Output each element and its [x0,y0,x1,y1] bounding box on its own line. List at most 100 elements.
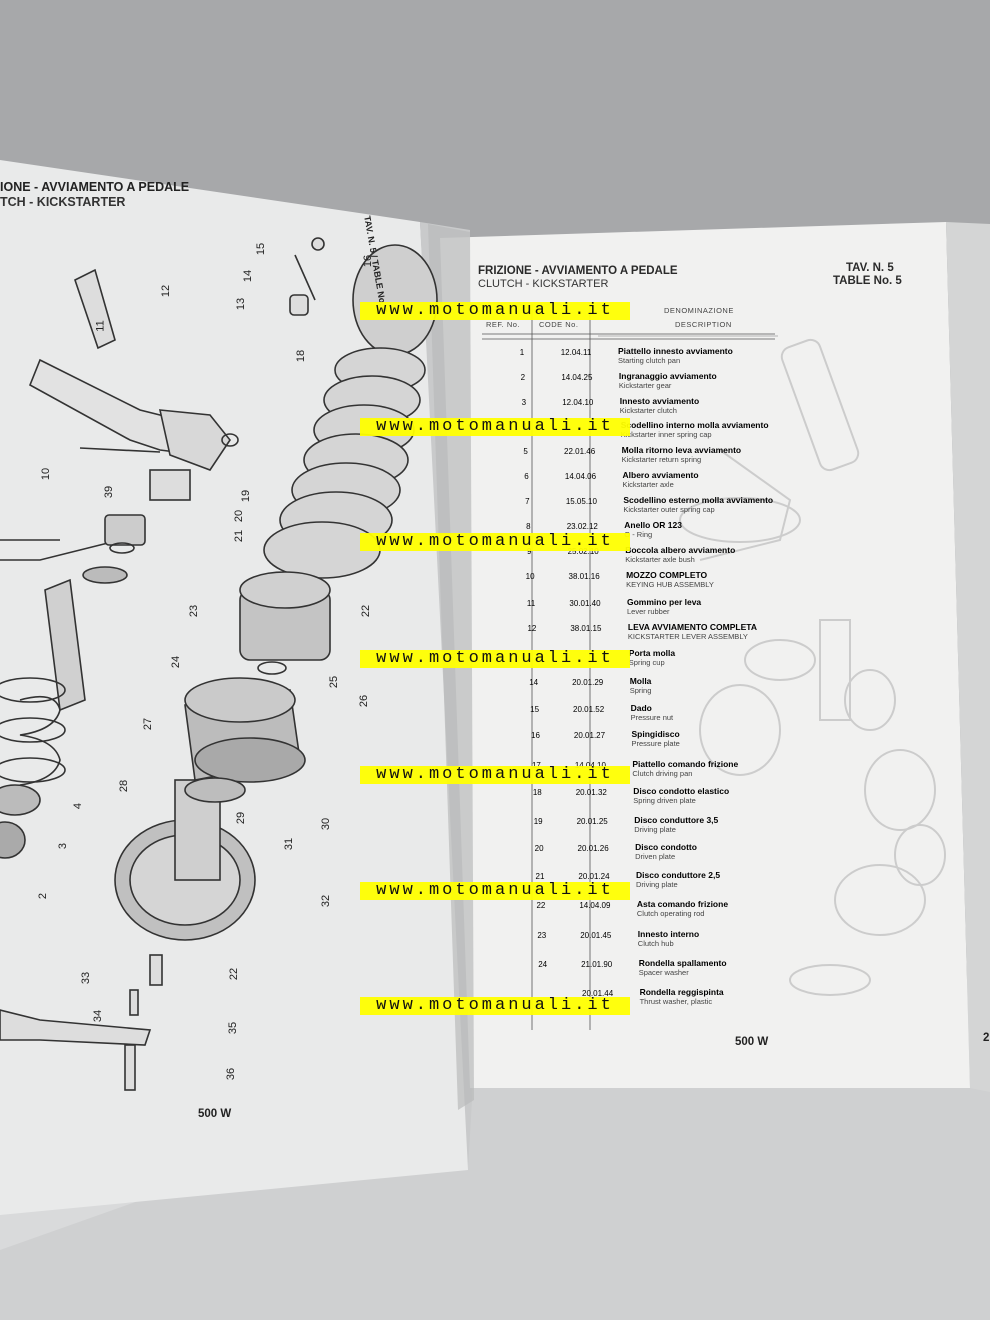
part-callout: 27 [142,717,155,731]
right-footer: 500 W [735,1036,769,1048]
description-en: Pressure plate [631,739,680,748]
code-cell: 14.04.06 [564,472,597,481]
ref-cell: 9 [526,547,532,556]
part-callout: 11 [94,320,107,332]
right-page [440,222,970,1088]
col-desc-it: DENOMINAZIONE [664,306,734,315]
ref-cell: 3 [521,398,527,407]
ref-cell: 8 [526,522,531,531]
table-row: 1714.04.10Piattello comando frizioneClut… [492,759,822,783]
code-cell: 20.01.44 [582,989,614,998]
part-callout: 35 [227,1021,240,1035]
ref-cell: 14 [529,678,539,687]
description-en: Clutch hub [637,939,674,948]
ref-cell: 1 [519,348,525,357]
part-callout: 10 [40,467,53,481]
ref-cell: 19 [533,817,543,826]
description-en: Driving plate [636,880,678,889]
description-it: Scodellino esterno molla avviamento [623,495,774,505]
description-it: Molla [629,676,652,686]
part-callout: 19 [240,489,253,503]
exploded-diagram [0,237,438,1091]
code-cell: 14.04.25 [561,373,593,382]
part-callout: 13 [235,297,248,311]
code-cell: 20.01.24 [578,872,610,881]
code-cell: 20.01.27 [573,731,606,740]
description-en: Kickstarter outer spring cap [623,505,715,514]
ref-cell: 21 [535,872,545,881]
col-ref: REF. No. [486,320,521,329]
code-cell: 12.04.11 [560,348,592,357]
code-cell: 20.01.26 [577,844,609,853]
description-en: Spring driven plate [633,796,696,805]
ref-cell: 17 [516,761,556,770]
description-en: Lever rubber [627,607,670,616]
ref-cell: 11 [526,599,536,608]
description-it: Disco condotto elastico [633,786,730,796]
part-callout: 34 [92,1009,105,1023]
description-it: Boccola albero avviamento [625,545,736,555]
ref-cell: 7 [525,497,530,506]
right-header-it: FRIZIONE - AVVIAMENTO A PEDALE [478,265,678,277]
col-code: CODE No. [539,320,579,329]
description-en: Driving plate [634,825,676,834]
show-through-drawing [679,338,946,996]
ref-cell: 22 [536,901,546,910]
part-callout: 31 [283,837,296,851]
code-cell: 14.04.10 [560,761,620,770]
description-it: Rondella spallamento [638,958,727,968]
watermark: www.motomanuali.it [360,533,630,551]
description-it: Porta molla [628,648,676,658]
page-edge-number: 2 [983,1032,990,1044]
description-en: Spring [629,686,652,695]
watermark: www.motomanuali.it [360,650,630,668]
description-it: Albero avviamento [622,470,699,480]
code-cell: 25.02.10 [567,547,599,556]
watermark: www.motomanuali.it [360,766,630,784]
description-en: KICKSTARTER LEVER ASSEMBLY [627,632,748,641]
description-it: Piattello comando frizione [632,759,739,769]
description-en: Kickstarter gear [618,381,672,390]
code-cell: 20.01.29 [572,678,604,687]
ref-cell: 6 [524,472,529,481]
code-cell: 14.04.09 [579,901,611,910]
description-en: Driven plate [635,852,676,861]
part-callout: 26 [358,694,371,708]
code-cell: 38.01.15 [570,624,602,633]
description-en: Kickstarter clutch [619,406,677,415]
description-it: Innesto avviamento [619,396,700,406]
left-footer: 500 W [198,1108,232,1120]
code-cell: 38.01.16 [568,572,600,581]
code-cell: 21.01.90 [581,960,613,969]
description-en: Kickstarter axle [622,480,674,489]
ref-cell: 15 [530,705,540,714]
description-en: Thrust washer, plastic [639,997,713,1006]
part-callout: 33 [80,971,93,985]
description-it: Disco condotto [635,842,697,852]
right-tav: TAV. N. 5 [846,262,894,274]
ref-cell: 16 [531,731,540,740]
watermark: www.motomanuali.it [360,882,630,900]
description-en: Kickstarter return spring [621,455,702,464]
part-callout: 2 [37,892,50,900]
part-callout: 15 [255,242,268,256]
ref-cell: 2 [520,373,526,382]
description-it: Anello OR 123 [624,520,682,530]
